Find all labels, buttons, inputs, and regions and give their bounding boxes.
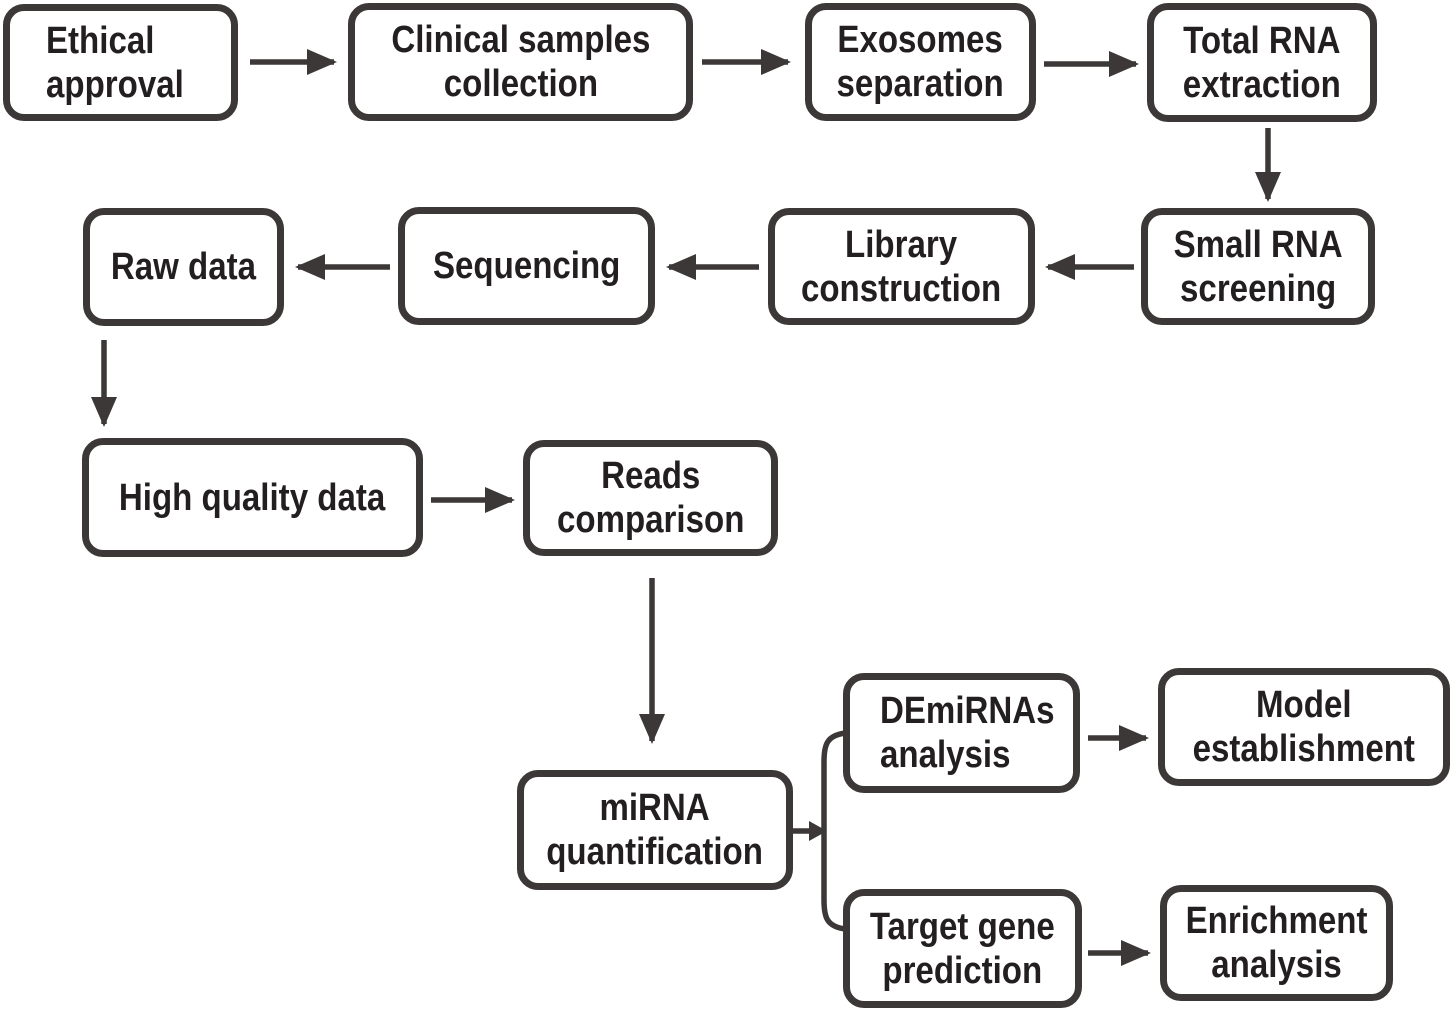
node-label: Enrichment analysis	[1185, 900, 1368, 986]
branch-brace	[793, 730, 849, 932]
node-label: DEmiRNAs analysis	[880, 690, 1055, 776]
node-model-establishment: Model establishment	[1158, 668, 1450, 786]
node-label: Model establishment	[1192, 684, 1416, 770]
node-enrichment-analysis: Enrichment analysis	[1160, 885, 1393, 1001]
node-total-rna-extraction: Total RNA extraction	[1147, 3, 1377, 122]
node-high-quality-data: High quality data	[82, 438, 423, 557]
node-label: Exosomes separation	[836, 19, 1005, 105]
node-label: Library construction	[801, 223, 1002, 310]
node-library-construction: Library construction	[768, 208, 1035, 325]
node-label: Reads comparison	[556, 455, 745, 541]
node-demirnas-analysis: DEmiRNAs analysis	[843, 673, 1080, 793]
node-small-rna-screening: Small RNA screening	[1141, 208, 1375, 325]
node-mirna-quantification: miRNA quantification	[517, 770, 793, 890]
node-raw-data: Raw data	[83, 208, 284, 326]
node-label: High quality data	[119, 476, 386, 519]
node-label: Clinical samples collection	[390, 19, 651, 105]
node-label: Ethical approval	[46, 19, 184, 106]
node-exosomes-separation: Exosomes separation	[805, 3, 1036, 121]
node-sequencing: Sequencing	[398, 207, 655, 325]
node-ethical-approval: Ethical approval	[3, 4, 238, 121]
node-clinical-samples-collection: Clinical samples collection	[348, 3, 693, 121]
node-label: Target gene prediction	[870, 905, 1055, 992]
node-label: Sequencing	[432, 245, 621, 287]
node-reads-comparison: Reads comparison	[523, 440, 778, 556]
node-label: Total RNA extraction	[1182, 19, 1342, 106]
node-label: Raw data	[110, 246, 257, 288]
node-label: miRNA quantification	[546, 787, 764, 873]
node-target-gene-prediction: Target gene prediction	[843, 889, 1082, 1008]
brace-middle-point	[809, 821, 827, 841]
node-label: Small RNA screening	[1173, 223, 1343, 310]
